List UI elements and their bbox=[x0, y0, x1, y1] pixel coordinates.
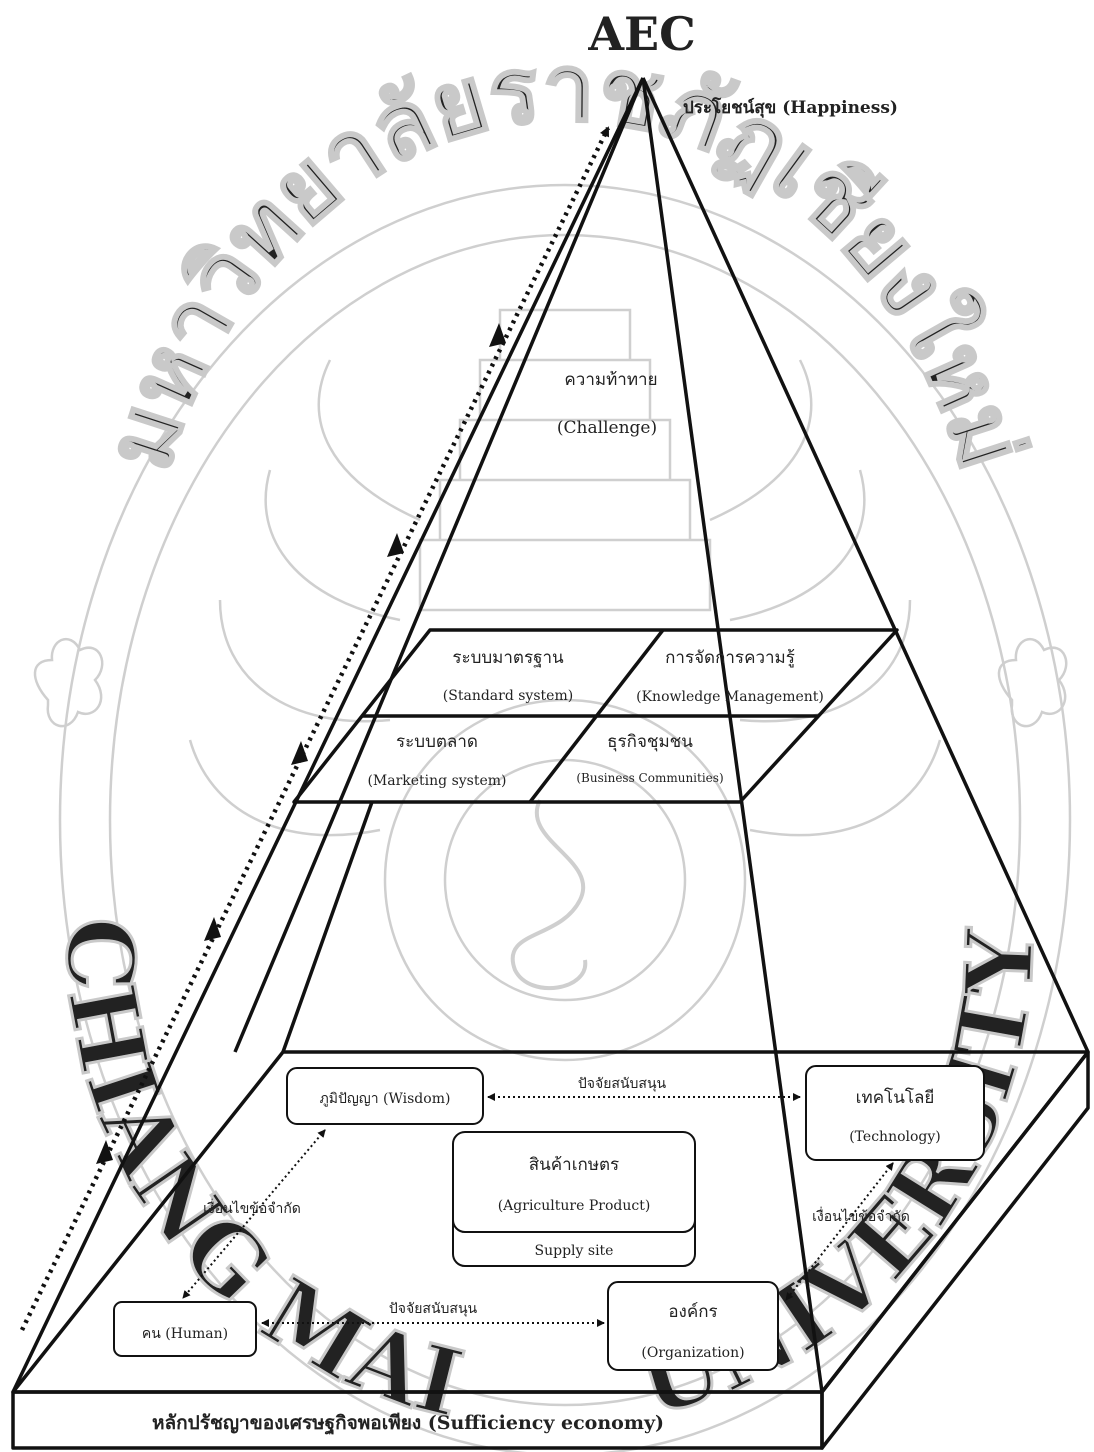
support-label-top: ปัจจัยสนับสนุน bbox=[578, 1076, 667, 1092]
marketing-en: (Marketing system) bbox=[367, 773, 506, 789]
product-en: (Agriculture Product) bbox=[498, 1198, 651, 1214]
technology-en: (Technology) bbox=[849, 1129, 941, 1145]
technology-box bbox=[806, 1066, 984, 1160]
marketing-th: ระบบตลาด bbox=[396, 732, 478, 752]
knowledge-th: การจัดการความรู้ bbox=[665, 648, 795, 668]
challenge-en: (Challenge) bbox=[557, 418, 657, 438]
watermark-top-text: มหาวิทยาลัยราชภัฏเชียงใหม่ bbox=[84, 34, 1046, 482]
product-box bbox=[453, 1132, 695, 1232]
constraint-label-right: เงื่อนไขข้อจำกัด bbox=[812, 1207, 910, 1225]
diagram-title: AEC bbox=[587, 7, 695, 61]
standard-en: (Standard system) bbox=[443, 688, 573, 704]
ascent-arrowhead-2 bbox=[204, 917, 221, 941]
ascent-arrowhead-5 bbox=[489, 323, 506, 347]
flower-ornament-right bbox=[999, 639, 1066, 726]
technology-th: เทคโนโลยี bbox=[856, 1087, 935, 1108]
wisdom-label: ภูมิปัญญา (Wisdom) bbox=[320, 1091, 451, 1107]
human-label: คน (Human) bbox=[142, 1326, 228, 1342]
flower-ornament-left bbox=[35, 639, 102, 726]
business-en: (Business Communities) bbox=[576, 771, 723, 785]
seal-emblem bbox=[513, 800, 586, 988]
supply-label: Supply site bbox=[535, 1243, 614, 1259]
organization-th: องค์กร bbox=[668, 1302, 717, 1322]
organization-en: (Organization) bbox=[641, 1345, 744, 1361]
product-th: สินค้าเกษตร bbox=[529, 1155, 619, 1175]
support-label-bottom: ปัจจัยสนับสนุน bbox=[389, 1301, 478, 1317]
middle-support-left bbox=[283, 802, 372, 1052]
constraint-label-left: เงื่อนไขข้อจำกัด bbox=[203, 1199, 301, 1217]
footer-label: หลักปรัชญาของเศรษฐกิจพอเพียง (Sufficienc… bbox=[152, 1412, 664, 1436]
standard-th: ระบบมาตรฐาน bbox=[452, 648, 564, 668]
seal-core-circle bbox=[445, 760, 685, 1000]
business-th: ธุรกิจชุมชน bbox=[607, 732, 693, 752]
apex-label: ประโยชน์สุข (Happiness) bbox=[683, 97, 898, 118]
ascent-arrowhead-4 bbox=[387, 533, 404, 557]
seal-pagoda bbox=[420, 310, 710, 610]
knowledge-en: (Knowledge Management) bbox=[636, 689, 824, 705]
challenge-th: ความท้าทาย bbox=[564, 370, 657, 390]
